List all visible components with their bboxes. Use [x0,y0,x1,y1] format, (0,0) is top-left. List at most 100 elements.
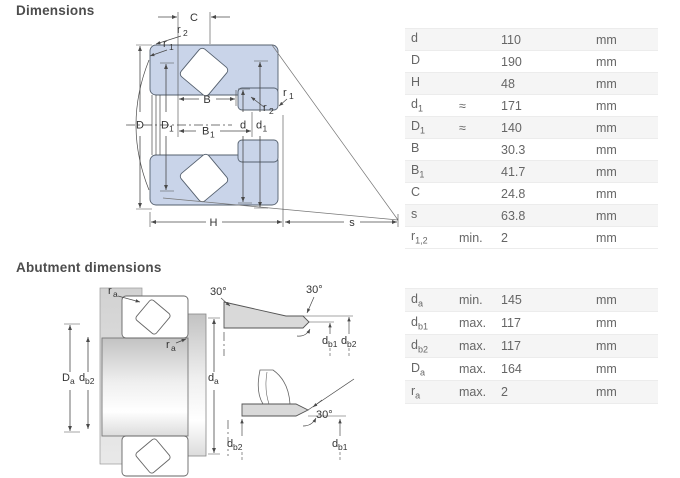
spec-value: 145 [501,293,522,307]
spec-qualifier: max. [459,362,487,376]
table-row: D 190 mm [405,51,658,73]
spec-value: 63.8 [501,208,526,223]
table-row: B1 41.7 mm [405,161,658,183]
label-30deg-c: 30° [316,409,333,421]
roller-bottom [179,153,229,203]
spec-symbol: C [411,185,421,200]
spec-unit: mm [596,98,617,113]
spec-unit: mm [596,142,617,157]
table-row: Da max. 164 mm [405,358,658,381]
spec-unit: mm [596,32,617,47]
spec-value: 190 [501,54,522,69]
spec-qualifier: max. [459,339,487,353]
label-db1-top: d [322,335,328,347]
label-r1-mid: r [283,87,287,99]
section-lines [126,44,399,221]
spec-symbol: s [411,207,418,222]
spec-symbol: db1 [411,314,428,332]
svg-text:2: 2 [183,28,188,38]
abutment-dimension-lines [64,295,220,455]
spec-value: 2 [501,230,508,245]
spec-value: 2 [501,385,508,399]
spec-symbol: r1,2 [411,229,428,246]
table-row: H 48 mm [405,73,658,95]
svg-text:1: 1 [263,124,268,134]
sleeve [185,313,207,457]
spec-symbol: ra [411,383,421,401]
svg-text:b1: b1 [328,339,338,349]
svg-text:a: a [214,376,219,386]
spec-unit: mm [596,164,617,179]
spec-unit: mm [596,186,617,201]
spec-qualifier: ≈ [459,120,466,135]
spec-unit: mm [596,339,617,353]
roller-top [135,299,171,335]
table-row: s 63.8 mm [405,205,658,227]
label-r1-top: r [163,38,167,50]
svg-text:a: a [113,289,118,299]
spec-symbol: da [411,291,423,309]
label-d1: d [256,120,262,132]
spec-qualifier: max. [459,385,487,399]
spec-unit: mm [596,293,617,307]
table-row: r1,2 min. 2 mm [405,227,658,249]
svg-text:1: 1 [169,124,174,134]
svg-text:2: 2 [269,106,274,116]
spec-value: 110 [501,32,521,47]
table-row: B 30.3 mm [405,139,658,161]
spec-value: 117 [501,316,521,330]
label-d: d [240,120,246,132]
label-Da: D [62,372,70,384]
spec-symbol: H [411,75,421,90]
label-C: C [190,12,198,24]
spec-unit: mm [596,385,617,399]
spec-symbol: D [411,53,421,68]
spec-qualifier: min. [459,293,483,307]
spec-value: 117 [501,339,521,353]
roller-bottom [135,438,171,474]
spec-unit: mm [596,76,617,91]
label-B1: B [202,126,209,138]
svg-text:b1: b1 [338,442,348,452]
table-row: da min. 145 mm [405,289,658,312]
abutment-detail-top: 30° 30° d b1 d b2 [210,284,357,356]
spec-value: 171 [501,98,522,113]
table-row: db1 max. 117 mm [405,312,658,335]
svg-text:b2: b2 [85,376,95,386]
label-ra-top: r [108,285,112,297]
spec-unit: mm [596,362,617,376]
table-row: d1 ≈ 171 mm [405,95,658,117]
label-db2-left: d [79,372,85,384]
spec-value: 48 [501,76,515,91]
abutment-table: da min. 145 mm db1 max. 117 mm db2 max. … [405,288,658,404]
spec-unit: mm [596,316,617,330]
spec-unit: mm [596,120,617,135]
label-H: H [210,217,218,229]
label-s: s [349,217,355,229]
spec-value: 140 [501,120,522,135]
abutment-left-view: r a r a D a d b2 d a [62,285,220,477]
table-row: ra max. 2 mm [405,381,658,404]
spec-value: 24.8 [501,186,526,201]
svg-text:b2: b2 [233,442,243,452]
figure1-labels: C r 2 r 1 r 1 r 2 B B 1 D D 1 d d 1 H s [136,12,355,229]
spec-value: 164 [501,362,522,376]
shaft-washer-top [237,87,279,111]
spec-symbol: D1 [411,119,426,136]
svg-text:1: 1 [289,91,294,101]
spec-unit: mm [596,54,617,69]
bearing-section [149,44,279,206]
spec-symbol: d [411,31,418,46]
table-row: D1 ≈ 140 mm [405,117,658,139]
label-D1: D [161,120,169,132]
label-db1-bottom: d [332,438,338,450]
svg-text:1: 1 [210,130,215,140]
roller-sketch [257,369,291,405]
svg-text:1: 1 [169,42,174,52]
shaft [101,337,189,437]
spec-unit: mm [596,208,617,223]
dimensions-heading: Dimensions [16,3,95,18]
spec-qualifier: ≈ [459,98,466,113]
label-db2-bottom: d [227,438,233,450]
label-30deg-a: 30° [210,286,227,298]
